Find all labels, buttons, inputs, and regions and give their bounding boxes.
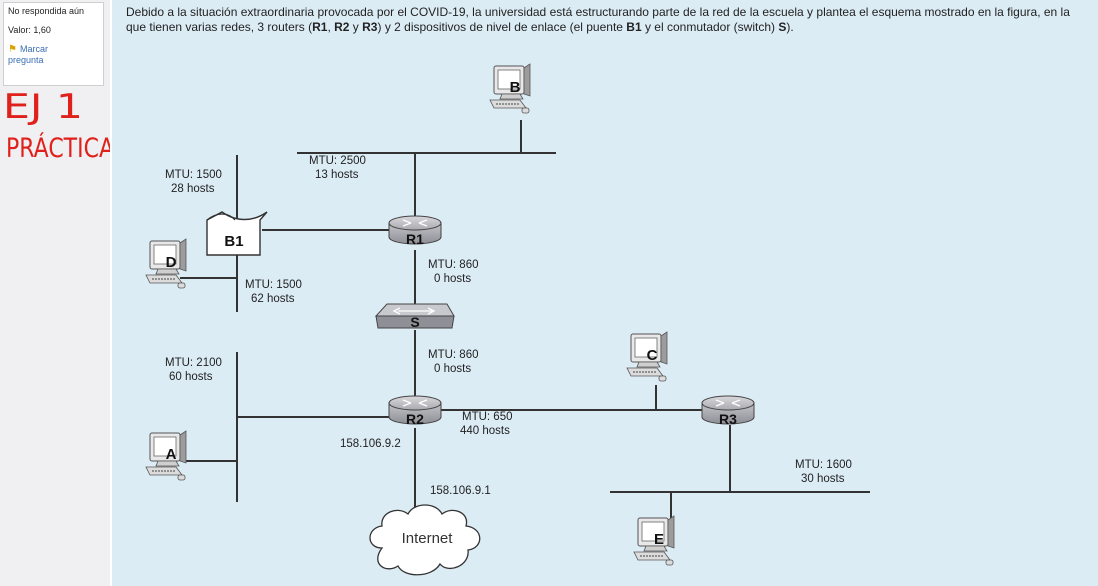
mtu-label: MTU: 1600 <box>795 459 852 471</box>
mtu-label: MTU: 2100 <box>165 357 222 369</box>
router-r2: R2 <box>388 395 442 427</box>
internet-cloud: Internet <box>369 504 481 576</box>
hosts-label: 440 hosts <box>460 425 510 437</box>
computer-label: D <box>166 254 177 271</box>
ip-label-r2: 158.106.9.2 <box>340 438 401 450</box>
hosts-label: 0 hosts <box>434 363 471 375</box>
mtu-label: MTU: 2500 <box>309 155 366 167</box>
computer-label: C <box>647 347 658 364</box>
computer-d: D <box>145 238 187 289</box>
question-text-part: Debido a la situación extraordinaria pro… <box>126 5 1070 34</box>
ip-label-internet: 158.106.9.1 <box>430 485 491 497</box>
network-labels: MTU: 2500 13 hosts MTU: 1500 28 hosts MT… <box>165 155 852 497</box>
hosts-label: 0 hosts <box>434 273 471 285</box>
hosts-label: 28 hosts <box>171 183 215 195</box>
hosts-label: 60 hosts <box>169 371 213 383</box>
flag-icon: ⚑ <box>8 44 17 55</box>
hosts-label: 30 hosts <box>801 473 845 485</box>
question-r1: R1 <box>312 20 328 34</box>
left-sidebar: No respondida aún Valor: 1,60 ⚑Marcar pr… <box>0 0 110 586</box>
network-links <box>180 120 870 520</box>
computer-c: C <box>626 331 668 382</box>
mtu-label: MTU: 860 <box>428 349 479 361</box>
computer-e: E <box>633 515 675 566</box>
computer-label: E <box>654 531 664 548</box>
computer-label: A <box>166 446 177 463</box>
router-r3: R3 <box>701 395 755 427</box>
handwriting-ej1: EJ 1 <box>3 87 83 127</box>
question-r2: R2 <box>334 20 350 34</box>
question-s: S <box>778 20 787 34</box>
question-text-part: ). <box>786 20 794 34</box>
hosts-label: 13 hosts <box>315 169 359 181</box>
switch-label: S <box>410 314 419 330</box>
bridge-label: B1 <box>224 233 243 250</box>
computer-label: B <box>510 79 521 96</box>
question-b1: B1 <box>626 20 642 34</box>
router-label: R1 <box>406 231 424 247</box>
question-info-box: No respondida aún Valor: 1,60 ⚑Marcar pr… <box>3 2 104 86</box>
mtu-label: MTU: 860 <box>428 259 479 271</box>
question-sep: , <box>327 20 335 34</box>
flag-label: Marcar <box>19 44 48 54</box>
router-label: R3 <box>719 411 737 427</box>
question-sep: y <box>349 20 363 34</box>
handwriting-annotation: EJ 1 PRÁCTICA <box>3 87 110 164</box>
question-text-part: ) y 2 dispositivos de nivel de enlace (e… <box>377 20 627 34</box>
switch-s: S <box>374 303 455 330</box>
question-status: No respondida aún <box>8 6 85 16</box>
question-value: Valor: 1,60 <box>8 25 51 35</box>
question-text: Debido a la situación extraordinaria pro… <box>126 5 1086 35</box>
mtu-label: MTU: 650 <box>462 411 513 423</box>
bridge-b1: B1 <box>206 211 268 256</box>
hosts-label: 62 hosts <box>251 293 295 305</box>
handwriting-practica: PRÁCTICA <box>6 132 110 164</box>
mtu-label: MTU: 1500 <box>165 169 222 181</box>
flag-question-link[interactable]: ⚑Marcar pregunta <box>8 44 99 65</box>
question-text-part: y el conmutador (switch) <box>641 20 779 34</box>
mtu-label: MTU: 1500 <box>245 279 302 291</box>
computer-b: B <box>489 63 531 114</box>
question-r3: R3 <box>362 20 378 34</box>
computer-a: A <box>145 430 187 481</box>
flag-label-2: pregunta <box>8 55 44 65</box>
router-r1: R1 <box>388 215 442 247</box>
router-label: R2 <box>406 411 424 427</box>
question-content: Debido a la situación extraordinaria pro… <box>112 0 1098 586</box>
internet-label: Internet <box>402 530 454 547</box>
